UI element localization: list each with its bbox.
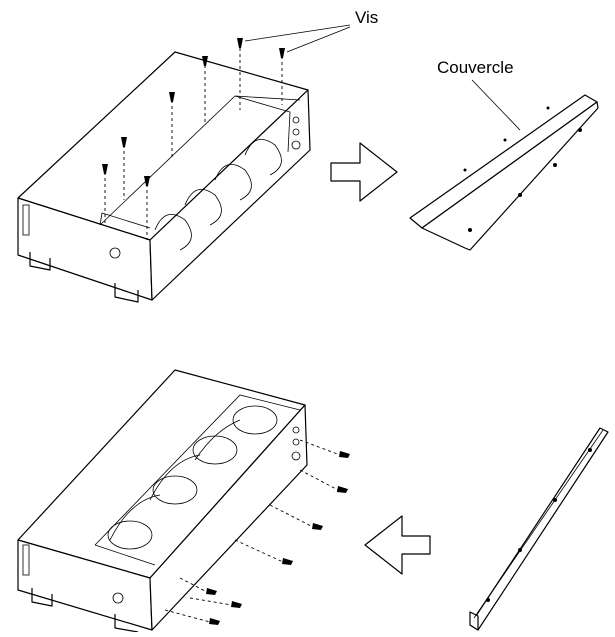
cover-label: Couvercle xyxy=(437,58,514,77)
bottom-unit xyxy=(17,369,308,633)
bottom-screws xyxy=(164,439,350,625)
step-arrow-right-icon xyxy=(330,142,398,202)
top-screws xyxy=(102,24,351,240)
screws-label: Vis xyxy=(355,8,379,27)
step-arrow-left-icon xyxy=(364,515,431,575)
cover-panel-top xyxy=(409,79,599,251)
top-unit xyxy=(17,51,311,303)
cover-panel-bottom xyxy=(469,427,609,631)
